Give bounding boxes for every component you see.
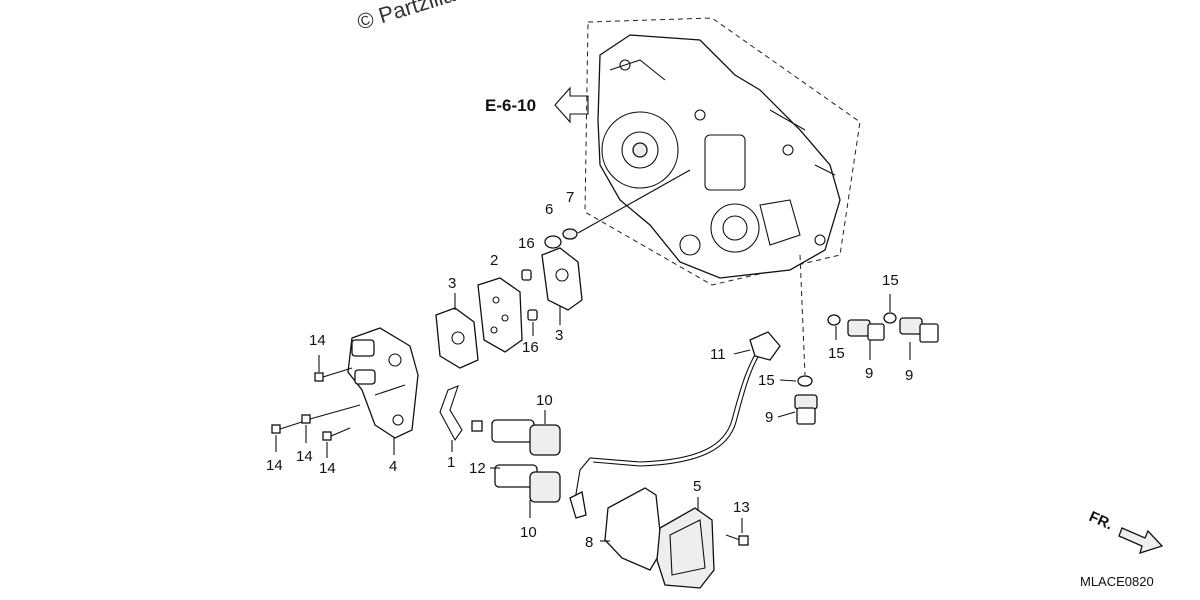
callout-3-left: 3 (448, 275, 456, 292)
callout-13: 13 (733, 499, 750, 516)
callout-11: 11 (710, 346, 726, 363)
stay-bracket-1 (439, 385, 463, 442)
solenoid-valve-10-upper (471, 419, 561, 456)
callout-7: 7 (566, 189, 574, 206)
pressure-switch-9-right (899, 317, 939, 343)
front-direction-label: FR. (1086, 508, 1115, 533)
solenoid-valve-10-lower (494, 464, 561, 503)
gasket-3-left (435, 307, 479, 369)
callout-10-upper: 10 (536, 392, 553, 409)
sealing-washer-15-middle (827, 314, 841, 326)
bolt-14-right (322, 427, 351, 441)
callout-6: 6 (545, 201, 553, 218)
callout-4: 4 (389, 458, 397, 475)
reference-label: E-6-10 (485, 96, 536, 115)
watermark: © Partzilla.com (354, 0, 503, 35)
bolt-14-left (271, 420, 306, 434)
pressure-switch-9-middle (847, 319, 885, 341)
callout-15-upper: 15 (882, 272, 899, 289)
dowel-pin-16-upper (521, 269, 532, 281)
sealing-washer-15-lower (797, 375, 813, 387)
bolt-14-top (314, 367, 353, 382)
valve-body-4 (347, 327, 419, 439)
callout-8: 8 (585, 534, 593, 551)
callout-9-right: 9 (905, 367, 913, 384)
callout-3-right: 3 (555, 327, 563, 344)
callout-14-left: 14 (266, 457, 283, 474)
o-ring-7 (562, 228, 578, 240)
callout-12: 12 (469, 460, 486, 477)
callout-1: 1 (447, 454, 455, 471)
callout-5: 5 (693, 478, 701, 495)
bolt-13 (725, 534, 749, 546)
sensor-harness-11 (569, 331, 781, 519)
callout-16-lower: 16 (522, 339, 539, 356)
gasket-3-right (541, 247, 583, 311)
diagram-code: MLACE0820 (1080, 574, 1154, 589)
pressure-switch-9-lower (794, 394, 818, 425)
callout-14-right: 14 (319, 460, 336, 477)
callout-10-lower: 10 (520, 524, 537, 541)
callout-9-lower: 9 (765, 409, 773, 426)
callout-9-middle: 9 (865, 365, 873, 382)
o-ring-6 (544, 235, 562, 249)
callout-14-top: 14 (309, 332, 326, 349)
front-direction-arrow (1118, 527, 1164, 554)
callout-15-lower: 15 (758, 372, 775, 389)
dowel-pin-16-lower (527, 309, 538, 321)
separator-plate-2 (477, 277, 523, 353)
engine-case (597, 34, 841, 279)
cover-gasket-8 (604, 487, 663, 571)
valve-cover-5 (656, 507, 715, 589)
callout-2: 2 (490, 252, 498, 269)
callout-15-middle: 15 (828, 345, 845, 362)
sealing-washer-15-upper (883, 312, 897, 324)
callout-14-middle: 14 (296, 448, 313, 465)
callout-16-upper: 16 (518, 235, 535, 252)
reference-arrow (554, 86, 589, 124)
bolt-14-middle (301, 404, 361, 424)
